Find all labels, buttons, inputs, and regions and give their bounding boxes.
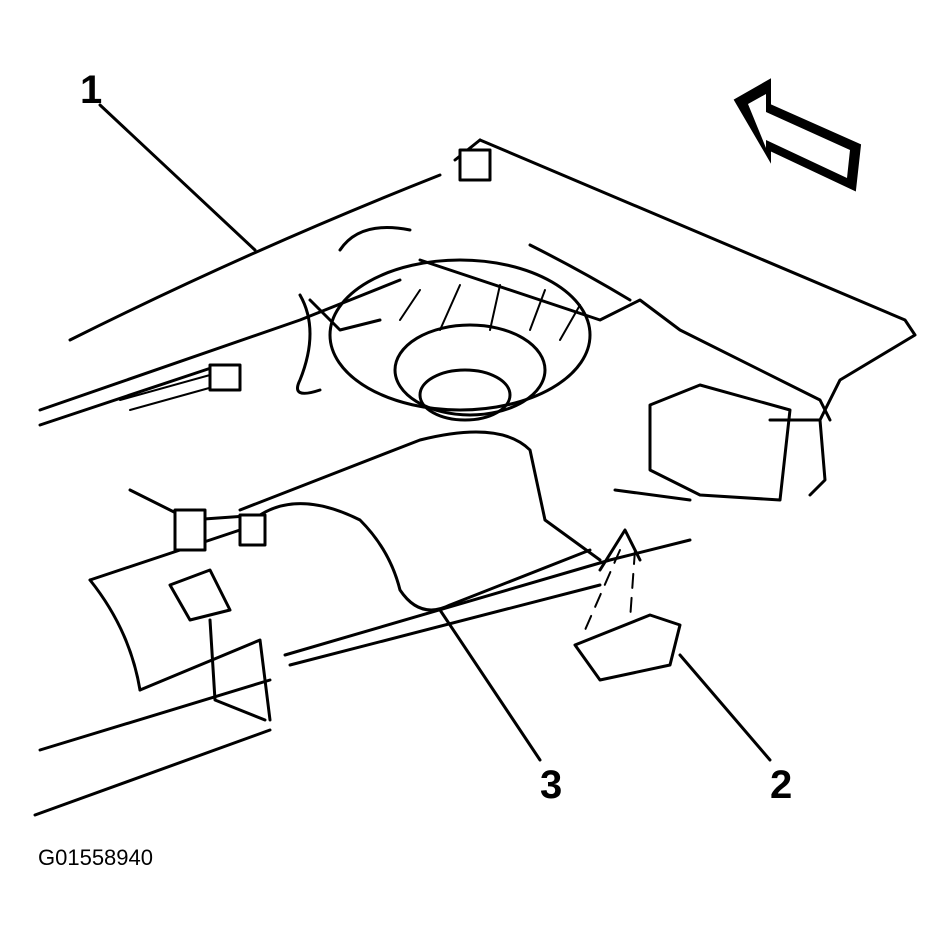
callout-3: 3 bbox=[540, 763, 563, 807]
figure-id-label: G01558940 bbox=[38, 845, 153, 870]
connector-part bbox=[573, 528, 682, 682]
callout-2: 2 bbox=[770, 763, 793, 807]
wiring-harness-lower bbox=[128, 488, 592, 612]
direction-arrow-icon bbox=[733, 78, 862, 192]
wiring-harness-upper bbox=[119, 148, 492, 411]
floor-tunnel bbox=[33, 430, 692, 817]
rear-floor-panel bbox=[38, 138, 917, 502]
spare-tire-well bbox=[328, 226, 592, 422]
leader-lines bbox=[98, 103, 772, 762]
callout-1: 1 bbox=[80, 68, 103, 112]
